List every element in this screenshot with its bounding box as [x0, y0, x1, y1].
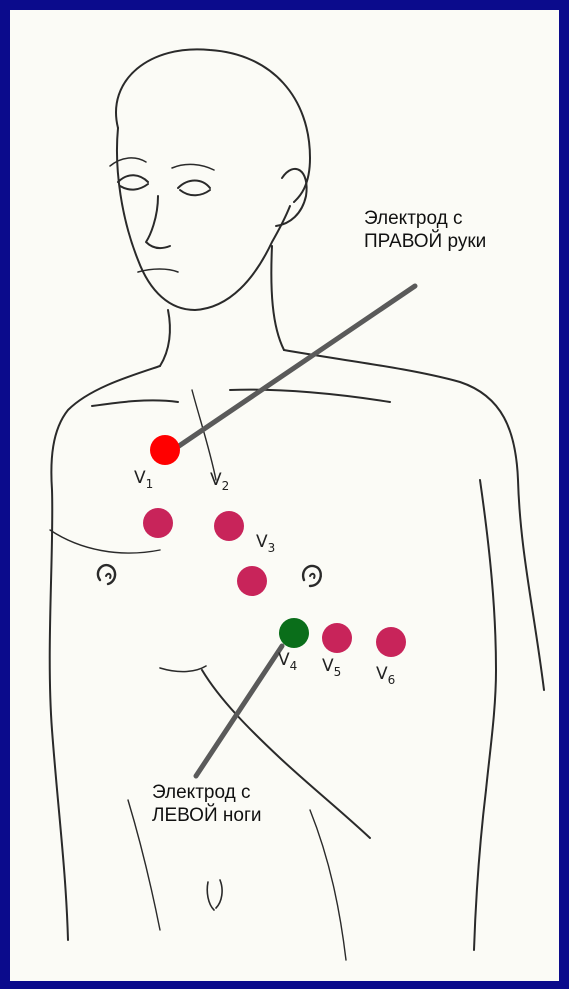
- lead-v5-label: V5: [322, 656, 341, 679]
- lead-v3-label: V3: [256, 532, 275, 555]
- right-arm-label: Электрод с ПРАВОЙ руки: [364, 207, 486, 253]
- diagram-panel: Электрод с ПРАВОЙ руки Электрод с ЛЕВОЙ …: [10, 10, 559, 981]
- neck-left: [160, 310, 170, 366]
- lead-v1-electrode: [143, 508, 173, 538]
- nose: [146, 196, 170, 248]
- right-arm-label-line1: Электрод с: [364, 207, 486, 230]
- left-leg-label: Электрод с ЛЕВОЙ ноги: [152, 781, 262, 827]
- lead-v2-electrode: [214, 511, 244, 541]
- left-leg-pointer-line: [196, 646, 282, 776]
- left-leg-label-line1: Электрод с: [152, 781, 262, 804]
- torso-sketch: [10, 10, 559, 981]
- right-arm-electrode: [150, 435, 180, 465]
- neck-right: [271, 246, 284, 350]
- navel: [207, 880, 222, 910]
- right-eye: [178, 181, 210, 196]
- lead-v5-electrode: [322, 623, 352, 653]
- lead-v6-label: V6: [376, 664, 395, 687]
- left-leg-electrode: [279, 618, 309, 648]
- lead-v3-electrode: [237, 566, 267, 596]
- clavicle-left: [92, 400, 178, 406]
- right-arm-label-line2: ПРАВОЙ руки: [364, 230, 486, 253]
- lead-v1-label: V1: [134, 468, 153, 491]
- lead-v4-label: V4: [278, 650, 297, 673]
- face-outline: [117, 128, 290, 310]
- left-eye: [118, 175, 148, 189]
- ear: [276, 169, 307, 226]
- right-arm-pointer-line: [176, 286, 415, 448]
- lead-v2-label: V2: [210, 470, 229, 493]
- left-leg-label-line2: ЛЕВОЙ ноги: [152, 804, 262, 827]
- nipple-right: [303, 566, 321, 586]
- lead-v6-electrode: [376, 627, 406, 657]
